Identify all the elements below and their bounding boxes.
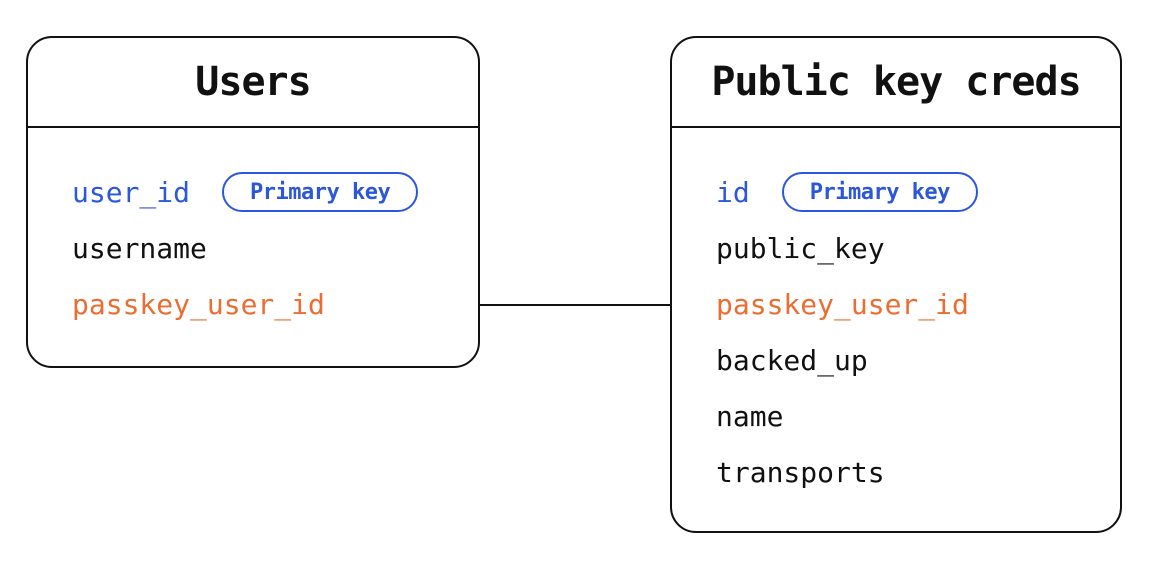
field-name-passkey-user-id: passkey_user_id [72, 287, 325, 321]
field-name-passkey-user-id: passkey_user_id [716, 287, 969, 321]
field-row-passkey-user-id: passkey_user_id [28, 276, 478, 332]
field-row-transports: transports [672, 444, 1120, 500]
field-name-user-id: user_id [72, 175, 191, 209]
primary-key-badge: Primary key [781, 172, 978, 212]
table-users: Users user_id Primary key username passk… [26, 36, 480, 368]
field-row-name: name [672, 388, 1120, 444]
field-name-id: id [716, 175, 750, 209]
field-name-transports: transports [716, 455, 885, 489]
field-name-username: username [72, 231, 207, 265]
table-public-key-creds: Public key creds id Primary key public_k… [670, 36, 1122, 533]
field-name-name: name [716, 399, 784, 433]
field-row-id: id Primary key [672, 164, 1120, 220]
field-row-public-key: public_key [672, 220, 1120, 276]
table-users-title: Users [195, 59, 311, 105]
field-name-public-key: public_key [716, 231, 885, 265]
relationship-line [478, 304, 672, 306]
table-public-key-creds-header: Public key creds [672, 38, 1120, 128]
field-name-backed-up: backed_up [716, 343, 868, 377]
table-public-key-creds-title: Public key creds [711, 59, 1081, 105]
field-row-username: username [28, 220, 478, 276]
field-row-passkey-user-id: passkey_user_id [672, 276, 1120, 332]
table-public-key-creds-fields: id Primary key public_key passkey_user_i… [672, 128, 1120, 500]
field-row-backed-up: backed_up [672, 332, 1120, 388]
table-users-fields: user_id Primary key username passkey_use… [28, 128, 478, 332]
field-row-user-id: user_id Primary key [28, 164, 478, 220]
primary-key-badge: Primary key [222, 172, 419, 212]
table-users-header: Users [28, 38, 478, 128]
